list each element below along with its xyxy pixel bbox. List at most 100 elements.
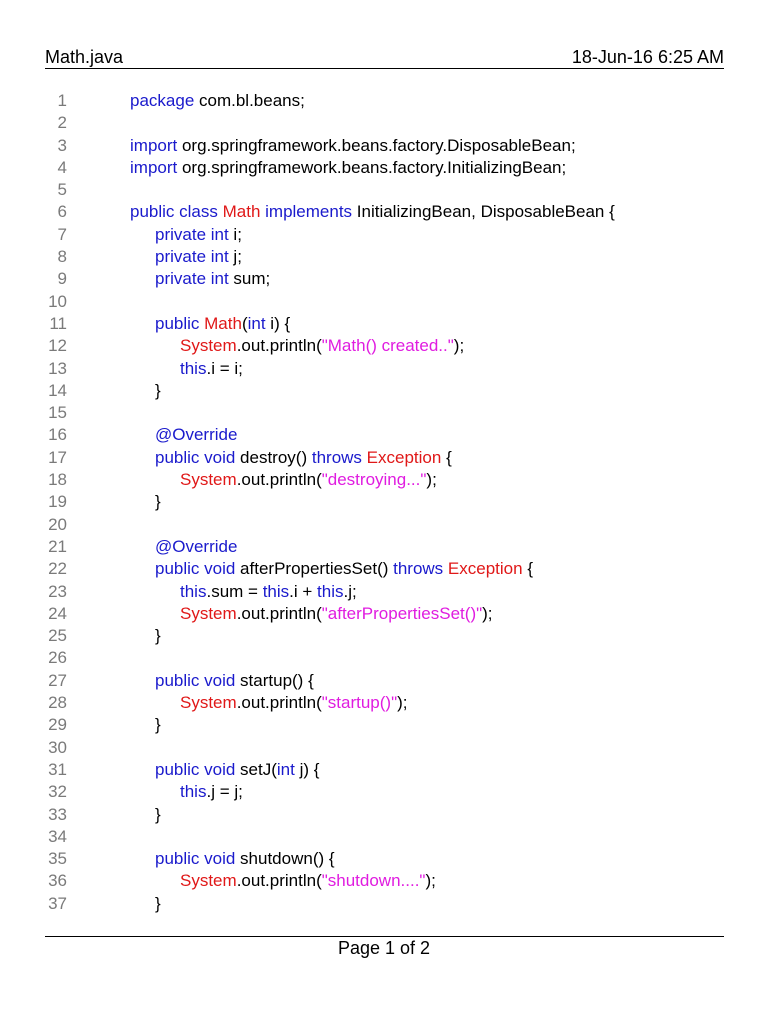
code-text: @Override [155, 424, 237, 446]
line-number: 29 [48, 715, 67, 735]
line-number: 31 [48, 759, 67, 779]
code-text: private int sum; [155, 268, 270, 290]
line-number: 22 [48, 559, 67, 579]
code-text: public void setJ(int j) { [155, 759, 319, 781]
code-token: } [155, 804, 161, 824]
line-number: 18 [48, 470, 67, 490]
code-token: j) { [294, 759, 320, 779]
code-token: System [180, 470, 237, 490]
code-token: .i + [289, 581, 318, 601]
code-line: 5 [0, 179, 768, 201]
code-text: } [155, 625, 161, 647]
line-number: 13 [48, 358, 67, 378]
code-token: private int [155, 269, 229, 289]
code-line: 31 public void setJ(int j) { [0, 759, 768, 781]
code-token: i) { [265, 313, 291, 333]
line-number: 16 [48, 425, 67, 445]
line-number: 17 [48, 447, 67, 467]
code-token: public class [130, 202, 223, 222]
code-token: ( [241, 313, 248, 333]
code-line: 19} [0, 491, 768, 513]
line-number: 24 [48, 603, 67, 623]
code-line: 2 [0, 112, 768, 134]
code-line: 18 System.out.println("destroying..."); [0, 469, 768, 491]
code-token: System [180, 871, 237, 891]
code-line: 4 import org.springframework.beans.factor… [0, 157, 768, 179]
code-line: 25} [0, 625, 768, 647]
footer-divider [45, 936, 724, 937]
code-text: this.sum = this.i + this.j; [180, 581, 357, 603]
line-number: 19 [48, 492, 67, 512]
code-token: public [155, 313, 205, 333]
code-text: public void startup() { [155, 670, 314, 692]
line-number: 26 [48, 648, 67, 668]
code-token: .out.println( [236, 470, 322, 490]
code-token: { [441, 447, 452, 467]
file-name: Math.java [45, 47, 124, 67]
code-token: setJ( [235, 759, 277, 779]
code-token: InitializingBean, DisposableBean { [352, 202, 615, 222]
code-text: @Override [155, 536, 237, 558]
code-line: 16 @Override [0, 424, 768, 446]
code-line: 28 System.out.println("startup()"); [0, 692, 768, 714]
code-text: System.out.println("startup()"); [180, 692, 408, 714]
code-token: destroy() [235, 447, 312, 467]
code-text: System.out.println("shutdown...."); [180, 870, 436, 892]
code-token: System [180, 603, 237, 623]
code-line: 21@Override [0, 536, 768, 558]
line-number: 11 [49, 313, 67, 333]
line-number: 5 [57, 180, 67, 200]
code-text: import org.springframework.beans.factory… [130, 157, 566, 179]
code-token: org.springframework.beans.factory.Dispos… [177, 135, 576, 155]
code-text: System.out.println("destroying..."); [180, 469, 437, 491]
code-token: ); [425, 871, 436, 891]
code-text: private int j; [155, 246, 242, 268]
code-token: throws [393, 559, 444, 579]
code-line: 37} [0, 893, 768, 915]
code-token: import [130, 157, 178, 177]
line-number: 35 [48, 849, 67, 869]
code-token: public void [155, 849, 236, 869]
code-token: } [155, 492, 161, 512]
line-number: 30 [48, 737, 67, 757]
code-text: this.i = i; [180, 358, 243, 380]
code-text: package com.bl.beans; [130, 90, 305, 112]
code-token: .j; [343, 581, 357, 601]
code-token: .j = j; [206, 782, 243, 802]
code-token: private int [155, 247, 229, 267]
code-token: } [155, 893, 161, 913]
code-token: "startup()" [321, 693, 398, 713]
code-line: 14} [0, 380, 768, 402]
code-token: System [180, 693, 237, 713]
line-number: 4 [57, 157, 67, 177]
code-text: private int i; [155, 224, 242, 246]
line-number: 32 [48, 782, 67, 802]
code-line: 10 [0, 291, 768, 313]
code-text: } [155, 714, 161, 736]
code-token: .i = i; [206, 358, 243, 378]
line-number: 23 [48, 581, 67, 601]
code-line: 30 [0, 737, 768, 759]
code-token: { [522, 559, 533, 579]
code-token: package [130, 91, 195, 110]
line-number: 28 [48, 693, 67, 713]
code-token: @Override [155, 425, 238, 445]
code-token: public void [155, 559, 236, 579]
line-number: 20 [48, 514, 67, 534]
code-token: @Override [155, 536, 238, 556]
code-token: this [180, 358, 207, 378]
code-token: } [155, 715, 161, 735]
code-token: Math [222, 202, 261, 222]
code-line: 23 this.sum = this.i + this.j; [0, 581, 768, 603]
line-number: 14 [48, 380, 67, 400]
code-token: startup() { [235, 670, 314, 690]
